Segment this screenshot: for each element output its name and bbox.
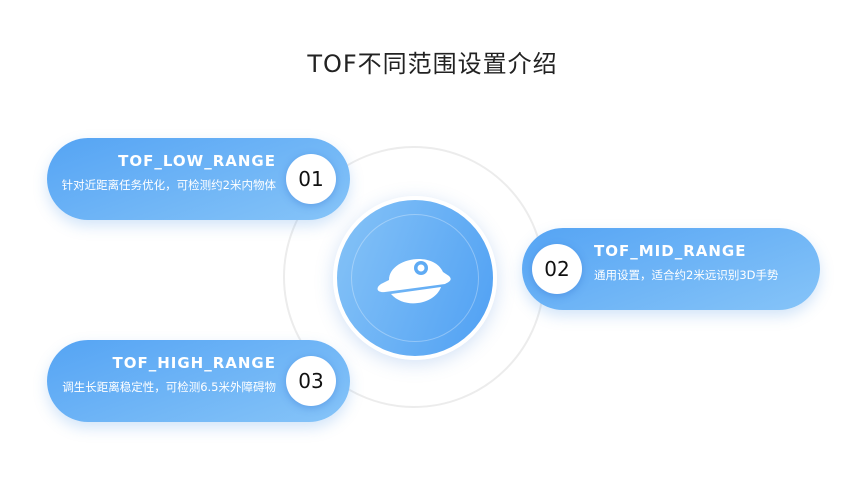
range-name: TOF_MID_RANGE <box>594 242 747 260</box>
range-card-low: TOF_LOW_RANGE 针对近距离任务优化，可检测约2米内物体 01 <box>47 138 350 220</box>
range-number: 02 <box>532 244 582 294</box>
range-card-high: TOF_HIGH_RANGE 调生长距离稳定性，可检测6.5米外障碍物 03 <box>47 340 350 422</box>
range-card-mid: 02 TOF_MID_RANGE 通用设置，适合约2米远识别3D手势 <box>522 228 820 310</box>
center-circle <box>333 196 497 360</box>
range-desc: 通用设置，适合约2米远识别3D手势 <box>594 268 779 282</box>
page-title: TOF不同范围设置介绍 <box>307 50 558 78</box>
range-desc: 调生长距离稳定性，可检测6.5米外障碍物 <box>62 380 276 394</box>
range-number: 03 <box>286 356 336 406</box>
range-desc: 针对近距离任务优化，可检测约2米内物体 <box>61 178 276 192</box>
robot-helmet-icon <box>377 258 451 304</box>
range-name: TOF_HIGH_RANGE <box>112 354 276 372</box>
range-name: TOF_LOW_RANGE <box>118 152 276 170</box>
range-number: 01 <box>286 154 336 204</box>
inner-ring <box>351 214 479 342</box>
